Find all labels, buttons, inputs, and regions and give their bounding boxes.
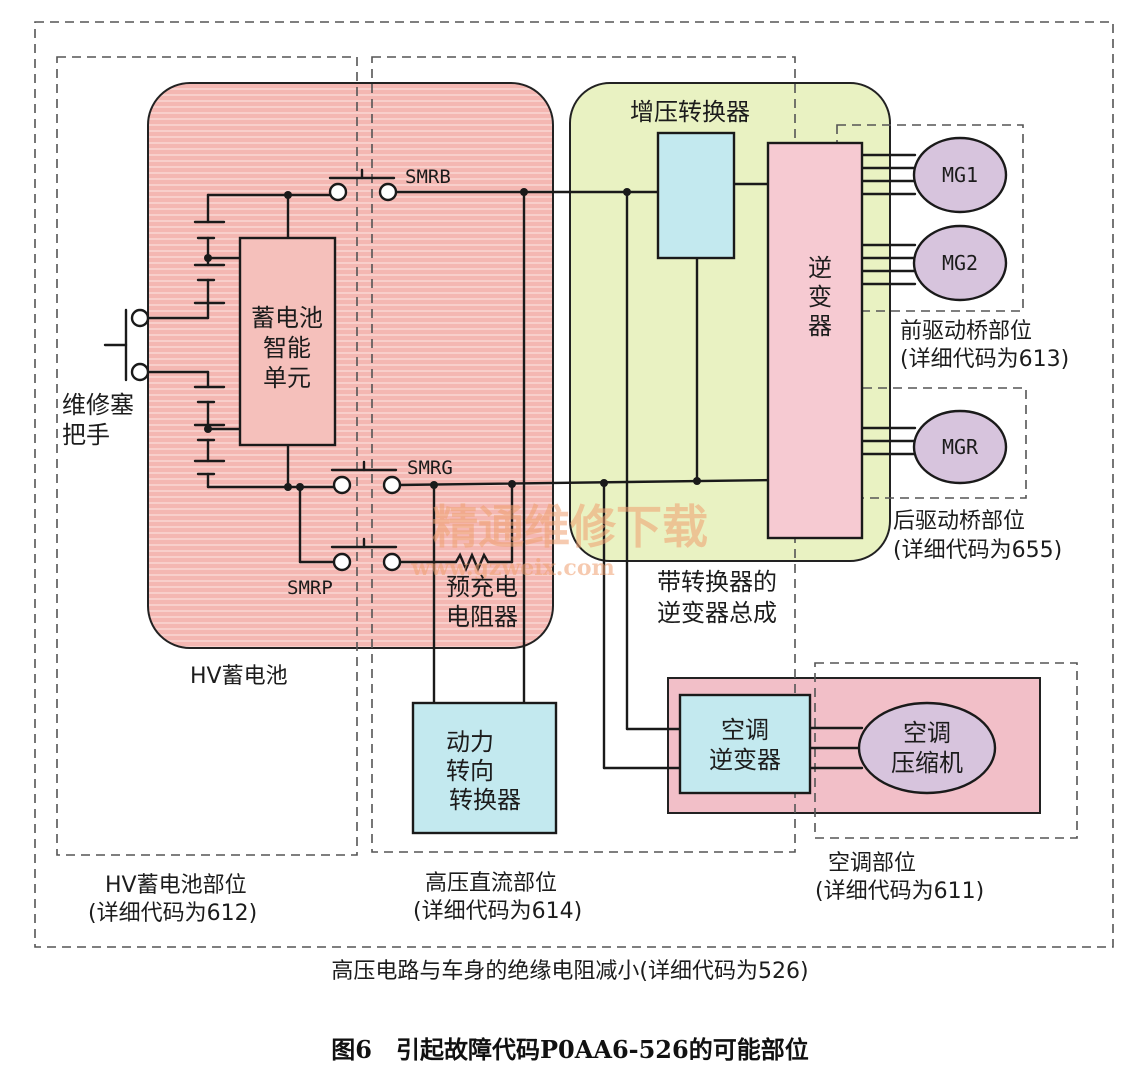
hv-battery-zone-label-1: HV蓄电池部位: [105, 873, 247, 898]
smrp-contact-right: [382, 552, 402, 572]
zone-rear-axle: [847, 387, 1027, 499]
inverter-assembly-label-2: 逆变器总成: [657, 599, 777, 627]
ac-compressor-label-2: 压缩机: [891, 749, 963, 777]
zone-hv-battery: [56, 56, 358, 856]
figure-caption: 图6 引起故障代码P0AA6-526的可能部位: [331, 1035, 808, 1064]
mg1-motor: [912, 136, 1008, 214]
mgr-label: MGR: [942, 435, 979, 459]
ac-zone-label-2: (详细代码为611): [815, 879, 984, 904]
smrg-label: SMRG: [407, 457, 453, 479]
mg2-motor: [912, 224, 1008, 302]
mg1-label: MG1: [942, 163, 978, 187]
battery-ecu-box: [238, 236, 337, 447]
battery-ecu-label-2: 智能: [263, 334, 311, 362]
boost-converter-box: [656, 131, 736, 260]
zone-hv-dc: [371, 56, 796, 853]
service-plug-terminal-top: [130, 308, 150, 328]
watermark-text: 精通维修下载: [432, 500, 708, 554]
ac-zone-label-1: 空调部位: [828, 851, 916, 876]
zone-ac: [814, 662, 1078, 839]
hv-dc-zone-label-2: (详细代码为614): [413, 899, 582, 924]
ac-compressor: [857, 701, 997, 795]
battery-ecu-label-1: 蓄电池: [251, 304, 323, 332]
boost-converter-label: 增压转换器: [630, 98, 750, 126]
battery-ecu-label-3: 单元: [263, 364, 311, 392]
smrg-contact-right: [382, 475, 402, 495]
smrp-contact-left: [332, 552, 352, 572]
hv-dc-zone-label-1: 高压直流部位: [425, 871, 557, 896]
inverter-assembly-label-1: 带转换器的: [657, 568, 777, 596]
rear-axle-label-1: 后驱动桥部位: [893, 509, 1025, 534]
smrg-contact-left: [332, 475, 352, 495]
front-axle-label-2: (详细代码为613): [900, 347, 1069, 372]
inverter-label-1: 逆: [808, 254, 832, 282]
power-steering-label-1: 动力: [446, 728, 494, 756]
precharge-resistor-label-1: 预充电: [446, 573, 518, 601]
terminals: [130, 182, 402, 572]
hv-battery-region: [147, 82, 554, 649]
inverter-label-2: 变: [808, 283, 832, 311]
hv-battery-zone-label-2: (详细代码为612): [88, 901, 257, 926]
service-plug-terminal-bottom: [130, 362, 150, 382]
smrb-contact-right: [378, 182, 398, 202]
service-plug-label-2: 把手: [62, 421, 110, 449]
watermark-url: www.gzweix.com: [410, 555, 615, 581]
precharge-resistor-label-2: 电阻器: [446, 603, 518, 631]
mgr-motor: [912, 409, 1008, 485]
overall-zone-label: 高压电路与车身的绝缘电阻减小(详细代码为526): [331, 959, 808, 984]
power-steering-label-2: 转向: [446, 757, 494, 785]
power-steering-label-3: 转换器: [449, 786, 521, 814]
ac-inverter-label-1: 空调: [721, 716, 769, 744]
inverter-box: [766, 141, 864, 540]
zone-overall: [34, 21, 1114, 948]
front-axle-label-1: 前驱动桥部位: [900, 319, 1032, 344]
smrp-label: SMRP: [287, 577, 333, 599]
inverter-label-3: 器: [808, 312, 832, 340]
rear-axle-label-2: (详细代码为655): [893, 538, 1062, 563]
ac-inverter-label-2: 逆变器: [709, 746, 781, 774]
smrb-label: SMRB: [405, 166, 451, 188]
service-plug-label-1: 维修塞: [62, 391, 134, 419]
ac-compressor-label-1: 空调: [903, 719, 951, 747]
power-steering-converter-box: [411, 701, 558, 835]
junction-dots: [204, 188, 701, 491]
mg2-label: MG2: [942, 251, 978, 275]
hv-battery-label: HV蓄电池: [190, 664, 288, 689]
ac-inverter-box: [678, 693, 812, 795]
smrb-contact-left: [328, 182, 348, 202]
